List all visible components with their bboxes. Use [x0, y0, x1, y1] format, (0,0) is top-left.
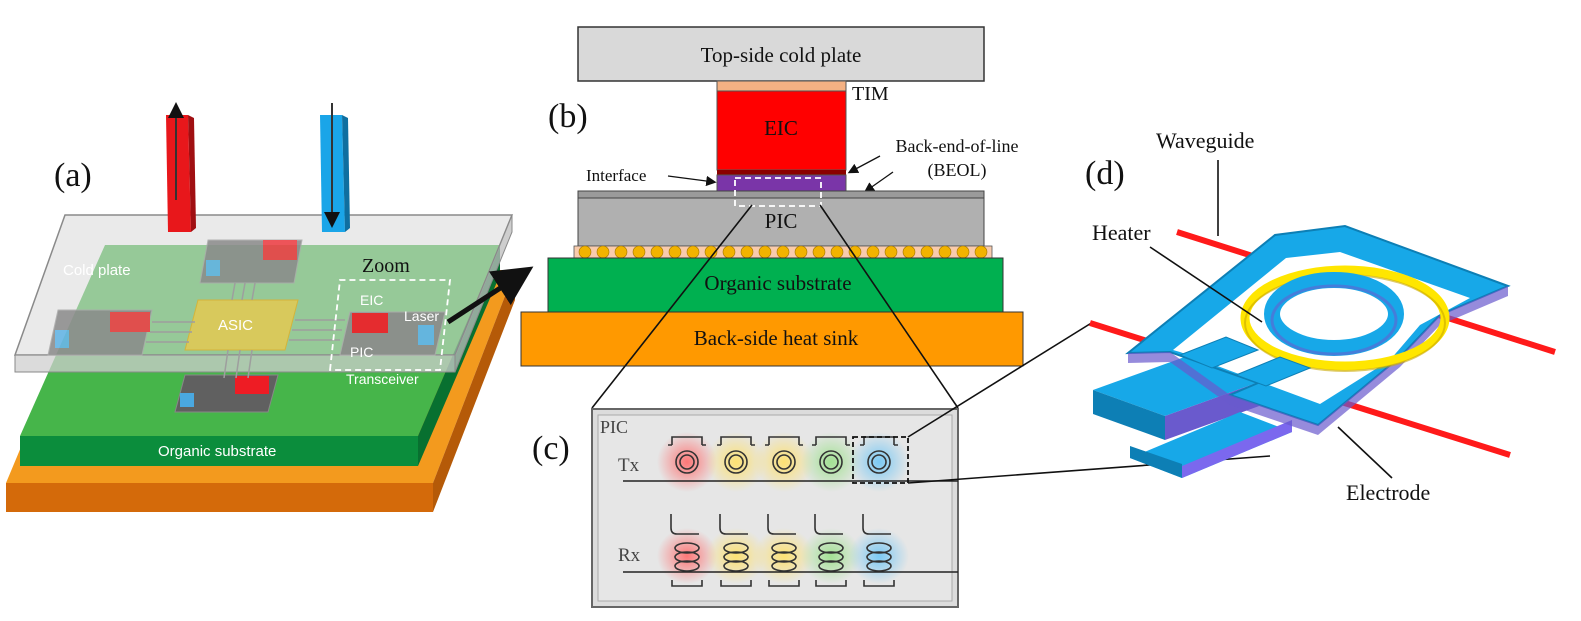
electrode-leader: [1337, 426, 1393, 479]
svg-text:Top-side cold plate: Top-side cold plate: [701, 43, 862, 67]
rx-drop-waveguides: [670, 514, 891, 535]
svg-text:PIC: PIC: [765, 209, 798, 233]
zoom-box: [328, 279, 452, 371]
pic-beol-layer: [577, 190, 985, 199]
chip-top: [199, 239, 303, 284]
base-plate-front: [6, 483, 433, 512]
zoom-line-right: [819, 204, 959, 409]
base-plate-side: [433, 270, 515, 512]
asic-chip: ASIC: [184, 299, 299, 351]
zoom-arrow: [446, 266, 534, 325]
interface-label: Interface: [586, 166, 646, 185]
chip-bottom: [174, 374, 279, 413]
panel-b-label: (b): [548, 98, 588, 135]
zoom-line-d-top: [907, 321, 1094, 438]
organic-substrate-label-a: Organic substrate: [158, 443, 276, 460]
organic-substrate-b: [547, 257, 1004, 313]
rx-rings: [671, 542, 895, 587]
rx-label: Rx: [618, 545, 641, 566]
panel-d: Waveguide Heater Electrode (d): [1085, 128, 1556, 505]
beol-label-line1: Back-end-of-line: [896, 136, 1019, 156]
cold-inlet-pipe: [320, 103, 350, 232]
cold-plate-side: [454, 214, 513, 373]
contact-pads: [1178, 336, 1312, 387]
heater-leader: [1149, 246, 1263, 323]
beol-pointer-1: [847, 155, 881, 174]
svg-text:EIC: EIC: [764, 116, 798, 140]
beol-pointer-2: [863, 171, 894, 193]
eic-block: [716, 90, 847, 171]
tx-ring-zoom-box: [852, 436, 909, 484]
beol-label-line2: (BEOL): [928, 160, 987, 181]
panel-a-label: (a): [54, 157, 92, 194]
eic-beol-strip: [717, 170, 846, 175]
tx-label: Tx: [618, 455, 640, 476]
hot-outlet-pipe: [166, 102, 196, 232]
transceiver-label-a: Transceiver: [346, 371, 419, 387]
svg-text:ASIC: ASIC: [218, 317, 253, 334]
zoom-label: Zoom: [362, 255, 410, 277]
zoom-line-left: [591, 204, 753, 409]
back-side-heat-sink: [520, 311, 1024, 367]
panel-c: PIC Tx Rx: [532, 321, 1271, 608]
laser-label-a: Laser: [404, 308, 439, 324]
svg-text:Back-side heat sink: Back-side heat sink: [694, 326, 859, 350]
pic-label-a: PIC: [350, 344, 373, 360]
cold-plate-label: Cold plate: [63, 262, 131, 279]
electrode-label: Electrode: [1346, 480, 1430, 505]
panel-c-label: (c): [532, 430, 570, 467]
chip-right: [339, 311, 446, 356]
svg-text:Organic substrate: Organic substrate: [704, 271, 851, 295]
panel-b: Top-side cold plate TIM EIC Interface Ba…: [520, 26, 1024, 409]
organic-substrate-block-front: [20, 436, 418, 466]
rx-glows: [657, 528, 909, 584]
panel-d-label: (d): [1085, 155, 1125, 192]
tx-glows: [657, 432, 909, 492]
solder-bumps: [578, 245, 988, 259]
heater-label: Heater: [1092, 220, 1151, 245]
pic-label-c: PIC: [600, 417, 628, 437]
tim-label: TIM: [852, 83, 889, 105]
eic-label-a: EIC: [360, 292, 383, 308]
waveguide-label: Waveguide: [1156, 128, 1254, 153]
chip-left: [47, 309, 153, 356]
top-side-cold-plate: [577, 26, 985, 82]
interface-pointer: [667, 175, 717, 187]
tim-layer: [716, 80, 847, 92]
interconnect-lines: [146, 282, 345, 379]
pic-zoom-box: [734, 177, 822, 207]
panel-a: Organic substrate Cold plate ASIC: [6, 102, 534, 512]
